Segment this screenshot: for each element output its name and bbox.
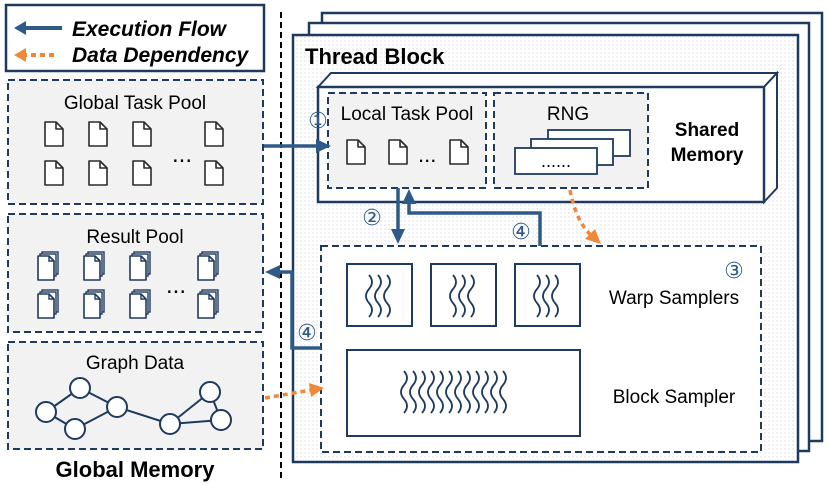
arrow-step1 [264,139,331,153]
arrow-step4-lower [265,265,321,350]
arrow-step4-upper [402,189,542,246]
graph-data: Graph Data [7,341,264,450]
warp-samplers-label: Warp Samplers [609,288,739,309]
global-task-pool-ellipsis: ... [172,141,192,168]
warp-sampler-box [346,263,413,327]
dependency-arrow-graph [264,383,324,400]
dependency-arrow-rng [568,189,601,244]
global-memory-title: Global Memory [56,457,216,482]
global-task-pool: Global Task Pool ... [7,79,264,205]
global-task-pool-label: Global Task Pool [64,93,206,114]
result-pool-label: Result Pool [86,227,183,248]
graph-data-label: Graph Data [86,353,185,374]
rng-label: RNG [547,104,589,125]
result-pool: Result Pool ... [7,213,264,333]
warp-sampler-box [514,263,581,327]
block-sampler-box [346,349,581,437]
arrow-step2 [391,188,405,244]
execution-flow-arrow-icon [14,21,62,35]
local-task-pool-label: Local Task Pool [341,104,474,125]
shared-memory-label-line1: Shared [675,120,739,141]
legend-data-dependency: Data Dependency [72,44,250,67]
data-dependency-arrow-icon [14,48,56,62]
shared-memory-label-line2: Memory [671,145,744,166]
step1-label: ① [308,108,328,133]
block-sampler-label: Block Sampler [613,387,736,408]
local-task-pool: Local Task Pool ... [327,92,487,189]
step2-label: ② [362,205,382,230]
graph-icon [35,377,232,440]
shared-memory: Shared Memory Local Task Pool ... RNG ..… [315,70,780,205]
legend: Execution Flow Data Dependency [4,3,266,73]
local-task-pool-ellipsis: ... [418,142,436,167]
rng-dots: ...... [541,151,571,171]
sampler-group: Warp Samplers Block Sampler [320,245,762,453]
step4-upper-label: ④ [511,219,531,244]
global-memory: Global Task Pool ... Result Pool [7,79,264,482]
result-pool-ellipsis: ... [166,272,186,299]
warp-sampler-box [430,263,497,327]
step3-label: ③ [724,258,744,283]
rng: RNG ...... [493,92,649,189]
step4-lower-label: ④ [297,320,317,345]
thread-block-title: Thread Block [305,44,445,69]
legend-execution-flow: Execution Flow [72,18,228,41]
